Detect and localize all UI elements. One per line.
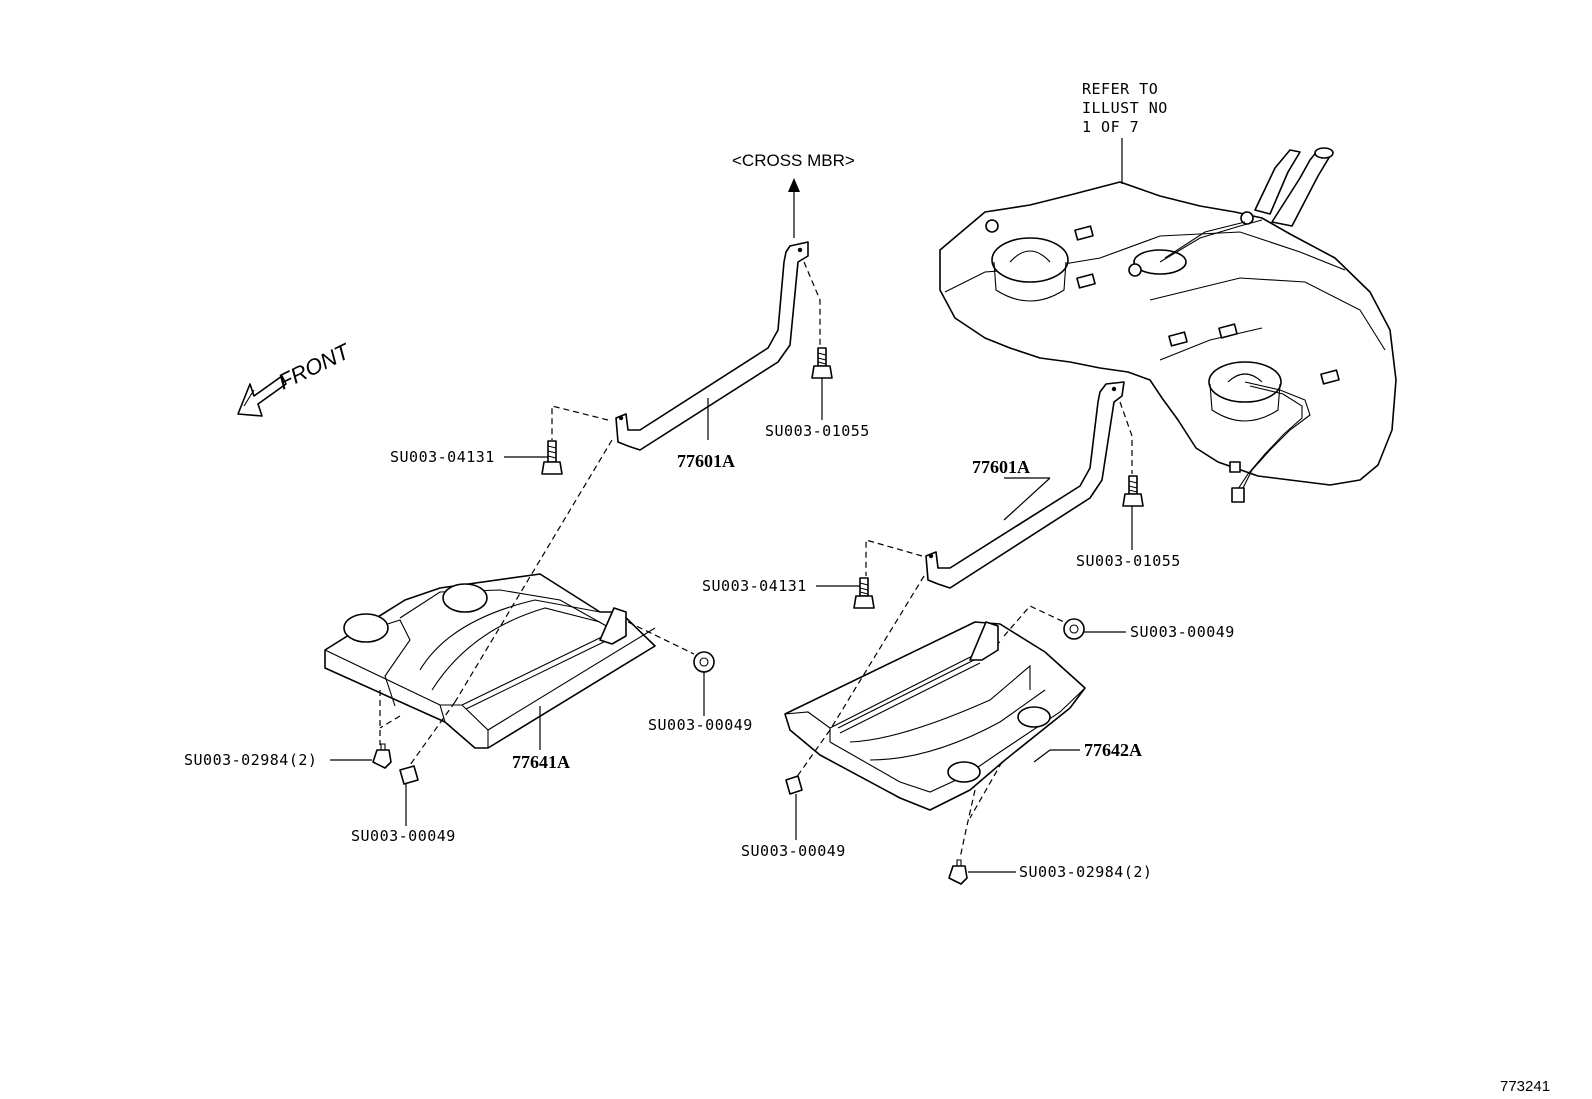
refer-label-line3: 1 OF 7 [1082, 118, 1139, 136]
illustration-number: 773241 [1500, 1078, 1550, 1095]
part-label-77601a-right: 77601A [972, 457, 1030, 477]
part-label-su003-02984-left: SU003-02984(2) [184, 751, 317, 769]
part-label-su003-04131-right: SU003-04131 [702, 577, 807, 595]
bolt-icon [853, 577, 875, 609]
fuel-tank-drawing [939, 147, 1397, 503]
tank-strap-right [925, 381, 1125, 589]
part-label-su003-00049-right-clip: SU003-00049 [741, 842, 846, 860]
bolt-icon [811, 347, 833, 379]
tank-cover-right [784, 621, 1086, 811]
cross-mbr-label: <CROSS MBR> [732, 151, 855, 170]
bolt-icon [1122, 475, 1144, 507]
part-label-su003-01055-right: SU003-01055 [1076, 552, 1181, 570]
front-label: FRONT [274, 338, 354, 394]
part-label-su003-00049-left-nut: SU003-00049 [648, 716, 753, 734]
clip-icon [399, 765, 419, 785]
leader-lines [330, 138, 1133, 873]
assembly-lines [379, 261, 1133, 859]
clip-icon [785, 775, 803, 795]
front-arrow-icon: FRONT [237, 338, 355, 417]
part-label-su003-00049-right-nut: SU003-00049 [1130, 623, 1235, 641]
up-arrow-icon [788, 178, 800, 238]
tank-cover-left [324, 573, 656, 749]
part-label-77601a-left: 77601A [677, 451, 735, 471]
refer-label-line2: ILLUST NO [1082, 99, 1168, 117]
nut-icon [693, 651, 715, 673]
bolt-icon [541, 440, 563, 475]
part-label-su003-01055-left: SU003-01055 [765, 422, 870, 440]
clip-icon [948, 859, 968, 885]
tank-strap-left [615, 241, 809, 451]
part-label-su003-00049-left-clip: SU003-00049 [351, 827, 456, 845]
part-label-77641a: 77641A [512, 752, 570, 772]
refer-label-line1: REFER TO [1082, 80, 1158, 98]
part-label-su003-04131-left: SU003-04131 [390, 448, 495, 466]
clip-icon [372, 743, 392, 769]
part-label-su003-02984-right: SU003-02984(2) [1019, 863, 1152, 881]
nut-icon [1063, 618, 1085, 640]
part-label-77642a: 77642A [1084, 740, 1142, 760]
